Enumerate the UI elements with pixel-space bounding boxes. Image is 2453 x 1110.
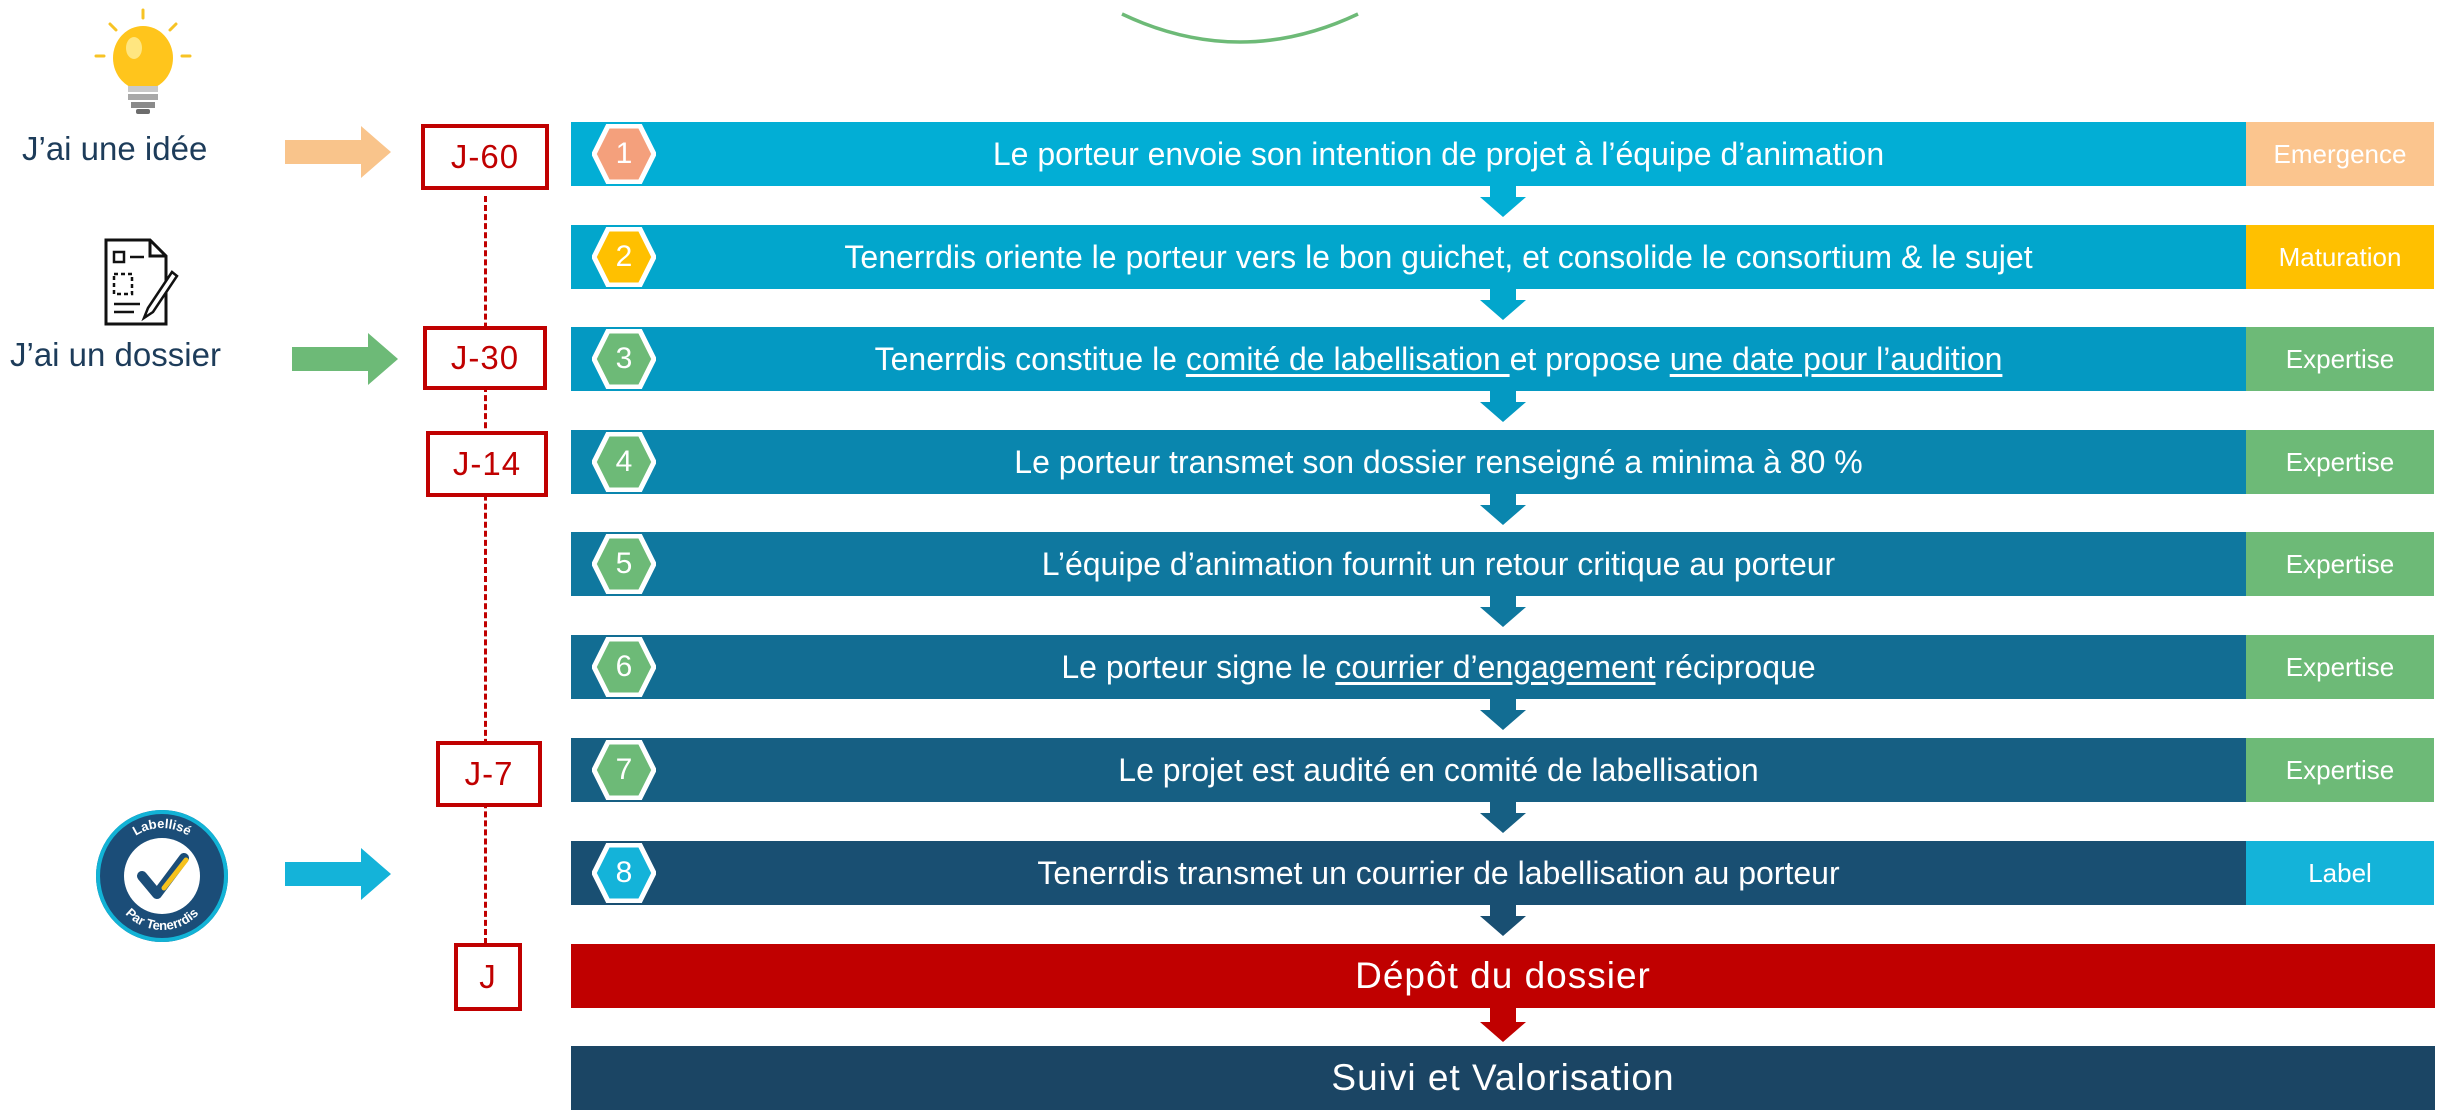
step-number-hexagon — [592, 843, 656, 903]
lightbulb-icon — [94, 8, 192, 114]
step-bar-4: Le porteur transmet son dossier renseign… — [571, 430, 2246, 494]
step-text-segment: une date pour l’audition — [1669, 340, 2003, 377]
followup-bar: Suivi et Valorisation — [571, 1046, 2435, 1110]
step-number: 5 — [615, 547, 633, 580]
step-text-segment: réciproque — [1655, 648, 1816, 685]
phase-tag-1: Emergence — [2246, 122, 2434, 186]
step-bar-1: Le porteur envoie son intention de proje… — [571, 122, 2246, 186]
step-text-segment: Tenerrdis transmet un courrier de labell… — [1037, 854, 1840, 891]
phase-tag-6: Expertise — [2246, 635, 2434, 699]
step-down-arrow — [1480, 286, 1526, 320]
arrow-to-followup — [1480, 1008, 1526, 1042]
step-number: 7 — [615, 753, 633, 786]
phase-tag-8: Label — [2246, 841, 2434, 905]
step-text-segment: courrier d’engagement — [1335, 648, 1656, 685]
step-down-arrow — [1480, 902, 1526, 936]
timeline-dashed-line — [484, 196, 487, 944]
step-text-segment: comité de labellisation — [1185, 340, 1510, 377]
step-text-segment: Tenerrdis oriente le porteur vers le bon… — [844, 238, 2033, 275]
step-bar-2: Tenerrdis oriente le porteur vers le bon… — [571, 225, 2246, 289]
step-number: 3 — [615, 342, 633, 375]
step-number-hexagon — [592, 227, 656, 287]
step-number-hexagon — [592, 432, 656, 492]
step-bar-3: Tenerrdis constitue le comité de labelli… — [571, 327, 2246, 391]
idea-arrow-icon — [285, 126, 391, 178]
step-text-segment: Le porteur transmet son dossier renseign… — [1014, 443, 1863, 480]
step-number-hexagon — [592, 740, 656, 800]
step-number: 4 — [615, 445, 633, 478]
step-down-arrow — [1480, 799, 1526, 833]
deposit-bar: Dépôt du dossier — [571, 944, 2435, 1008]
day-marker-j: J — [454, 943, 522, 1011]
step-down-arrow — [1480, 183, 1526, 217]
phase-tag-2: Maturation — [2246, 225, 2434, 289]
step-bar-6: Le porteur signe le courrier d’engagemen… — [571, 635, 2246, 699]
step-number-hexagon — [592, 534, 656, 594]
step-text-segment: Le porteur signe le — [1061, 648, 1336, 685]
day-marker-j30: J-30 — [423, 326, 547, 390]
step-number: 2 — [615, 240, 633, 273]
step-down-arrow — [1480, 593, 1526, 627]
step-down-arrow — [1480, 388, 1526, 422]
step-down-arrow — [1480, 696, 1526, 730]
step-number: 8 — [615, 856, 633, 889]
step-text-segment: et propose — [1509, 340, 1670, 377]
step-bar-5: L’équipe d’animation fournit un retour c… — [571, 532, 2246, 596]
step-text-segment: L’équipe d’animation fournit un retour c… — [1041, 545, 1836, 582]
step-text-segment: Le porteur envoie son intention de proje… — [992, 135, 1885, 172]
top-arc-decoration — [1121, 12, 1359, 44]
step-bar-7: Le projet est audité en comité de labell… — [571, 738, 2246, 802]
step-bar-8: Tenerrdis transmet un courrier de labell… — [571, 841, 2246, 905]
dossier-arrow-icon — [292, 333, 398, 385]
phase-tag-3: Expertise — [2246, 327, 2434, 391]
step-down-arrow — [1480, 491, 1526, 525]
step-number-hexagon — [592, 329, 656, 389]
step-number: 6 — [615, 650, 633, 683]
idea-label: J’ai une idée — [22, 130, 208, 167]
check-badge-icon: Labellisé Par Tenerrdis — [96, 810, 228, 942]
day-marker-j7: J-7 — [436, 741, 542, 807]
phase-tag-7: Expertise — [2246, 738, 2434, 802]
dossier-label: J’ai un dossier — [10, 336, 221, 373]
document-pen-icon — [104, 238, 179, 326]
phase-tag-5: Expertise — [2246, 532, 2434, 596]
step-text-segment: Le projet est audité en comité de labell… — [1118, 751, 1759, 788]
phase-tag-4: Expertise — [2246, 430, 2434, 494]
label-arrow-icon — [285, 848, 391, 900]
step-number: 1 — [615, 137, 633, 170]
step-text-segment: Tenerrdis constitue le — [874, 340, 1186, 377]
step-number-hexagon — [592, 124, 656, 184]
step-number-hexagon — [592, 637, 656, 697]
day-marker-j14: J-14 — [426, 431, 548, 497]
day-marker-j60: J-60 — [421, 124, 549, 190]
